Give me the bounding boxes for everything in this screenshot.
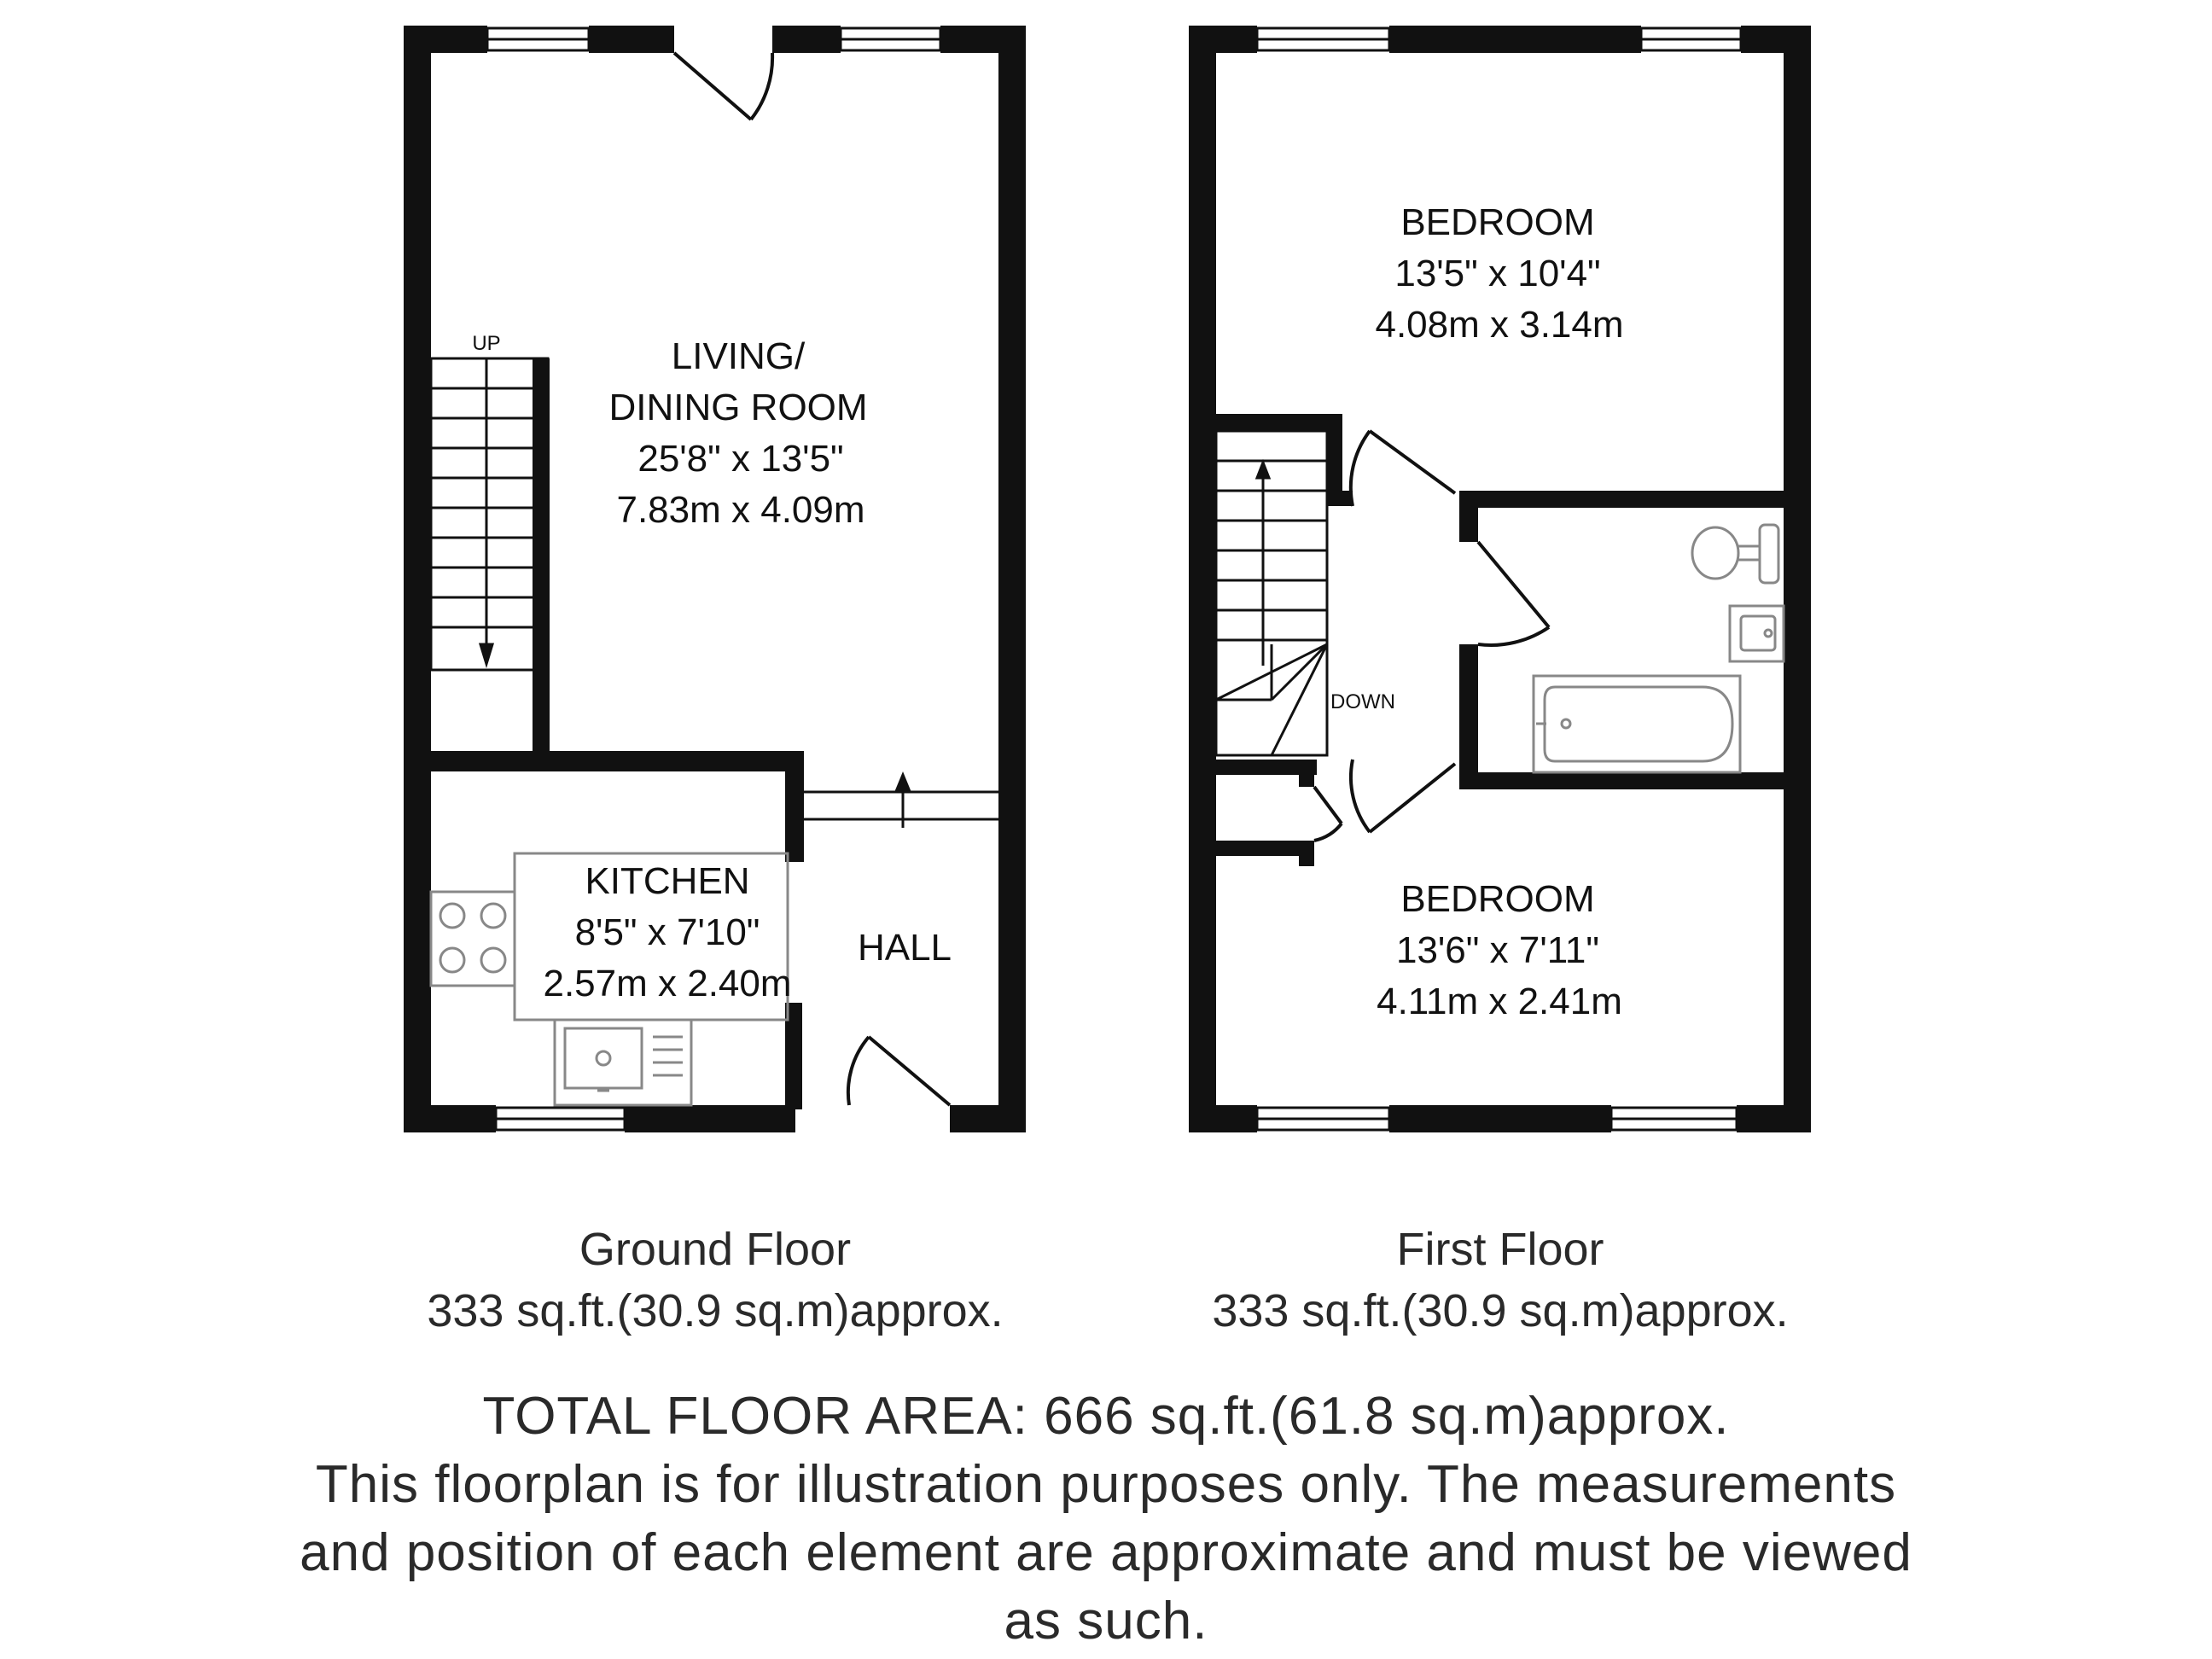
disclaimer-line-2: and position of each element are approxi… [300, 1523, 1912, 1582]
hall-threshold [804, 771, 998, 828]
first-floor-internal-walls [1216, 414, 1811, 866]
toilet-icon [1691, 523, 1780, 585]
bath-icon [1532, 674, 1742, 774]
first-floor-doors [1313, 429, 1551, 842]
ground-floor-plan: UP LIVING/ [404, 26, 1026, 1132]
disclaimer-line-1: This floorplan is for illustration purpo… [315, 1455, 1897, 1514]
ground-floor-caption: Ground Floor 333 sq.ft.(30.9 sq.m)approx… [331, 1219, 1099, 1342]
ground-floor-outer-walls [404, 26, 1026, 1132]
first-floor-area: 333 sq.ft.(30.9 sq.m)approx. [1212, 1285, 1789, 1336]
bedroom-top-name: BEDROOM [1400, 201, 1594, 243]
ground-floor-stairs [429, 357, 550, 672]
kitchen-sink-icon [553, 1018, 693, 1107]
first-floor-outer-walls [1189, 26, 1811, 1132]
ground-floor-title: Ground Floor [579, 1224, 852, 1275]
ground-floor-internal-walls [431, 358, 804, 1109]
bedroom-bottom-name: BEDROOM [1400, 878, 1594, 920]
hob-icon [439, 902, 507, 974]
basin-icon [1728, 604, 1785, 663]
bedroom-top-metric: 4.08m x 3.14m [1375, 304, 1623, 346]
floor-area-footer: TOTAL FLOOR AREA: 666 sq.ft.(61.8 sq.m)a… [0, 1382, 2212, 1656]
total-floor-area: TOTAL FLOOR AREA: 666 sq.ft.(61.8 sq.m)a… [482, 1387, 1730, 1446]
ground-floor-windows [486, 26, 942, 1132]
kitchen-metric: 2.57m x 2.40m [543, 963, 791, 1004]
ground-floor-garden-door [672, 51, 775, 121]
bedroom-bottom-imperial: 13'6" x 7'11" [1396, 929, 1599, 971]
living-room-name-2: DINING ROOM [608, 387, 867, 428]
disclaimer-line-3: as such. [1004, 1592, 1208, 1650]
living-room-metric: 7.83m x 4.09m [616, 489, 864, 531]
first-floor-windows [1255, 26, 1743, 1132]
first-floor-stairs [1214, 429, 1329, 757]
living-room-name-1: LIVING/ [672, 335, 806, 377]
living-room-imperial: 25'8" x 13'5" [637, 438, 843, 480]
bedroom-bottom-metric: 4.11m x 2.41m [1377, 981, 1622, 1022]
first-floor-caption: First Floor 333 sq.ft.(30.9 sq.m)approx. [1116, 1219, 1884, 1342]
bedroom-top-imperial: 13'5" x 10'4" [1394, 253, 1600, 294]
first-stairs-label: DOWN [1330, 690, 1395, 713]
ground-floor-area: 333 sq.ft.(30.9 sq.m)approx. [427, 1285, 1004, 1336]
kitchen-imperial: 8'5" x 7'10" [575, 911, 760, 953]
ground-stairs-label: UP [472, 332, 500, 355]
first-floor-title: First Floor [1396, 1224, 1604, 1275]
kitchen-name: KITCHEN [585, 860, 749, 902]
hall-name: HALL [858, 927, 952, 969]
first-floor-plan: DOWN BEDROOM 13'5" x 10'4" 4.08m x 3.14m… [1189, 26, 1811, 1132]
ground-floor-entrance-door [846, 1035, 952, 1107]
